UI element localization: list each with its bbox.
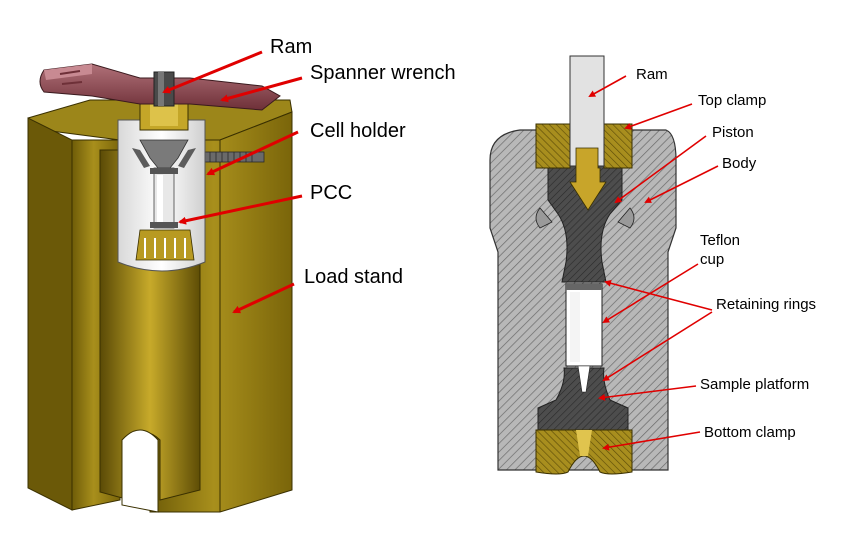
- retaining-ring-left: [535, 207, 553, 229]
- label-bottom-clamp: Bottom clamp: [704, 424, 796, 441]
- label-cell-holder: Cell holder: [310, 120, 406, 142]
- label-pcc: PCC: [310, 182, 353, 204]
- label-retaining-rings: Retaining rings: [716, 296, 817, 313]
- label-piston: Piston: [712, 124, 754, 141]
- arrow-topclamp-right: [624, 103, 693, 130]
- cross-section: [489, 55, 677, 475]
- arrow-spanner-left: [220, 76, 303, 103]
- label-spanner-wrench: Spanner wrench: [310, 62, 456, 84]
- label-ram-left: Ram: [270, 36, 313, 58]
- arrow-loadstand-left: [232, 282, 295, 314]
- load-stand-slot: [121, 429, 159, 513]
- piston-insert: [569, 147, 607, 211]
- retaining-ring-right: [617, 207, 635, 229]
- label-top-clamp: Top clamp: [698, 92, 767, 109]
- load-stand-left-wall: [27, 117, 73, 511]
- arrow-body-right: [644, 165, 719, 203]
- arrow-bottomclamp-right: [602, 431, 701, 451]
- arrow-ram-left: [162, 50, 263, 94]
- load-stand-assembly: [27, 63, 293, 513]
- arrow-ram-right: [588, 75, 627, 97]
- arrow-ring-upper: [604, 279, 713, 311]
- label-teflon: Teflon: [700, 232, 741, 249]
- left-arrows: [162, 50, 303, 314]
- label-cup: cup: [700, 251, 725, 268]
- label-body: Body: [722, 155, 757, 172]
- label-load-stand: Load stand: [304, 266, 403, 288]
- arrow-teflon-right: [602, 263, 699, 324]
- arrow-cellholder-left: [206, 130, 299, 176]
- label-ram-right: Ram: [636, 66, 668, 83]
- label-sample-platform: Sample platform: [700, 376, 810, 393]
- right-arrows: [588, 75, 719, 451]
- arrow-platform-right: [598, 385, 697, 401]
- arrow-ring-lower: [602, 311, 713, 382]
- arrow-piston-right: [614, 135, 707, 204]
- arrow-pcc-left: [178, 194, 303, 225]
